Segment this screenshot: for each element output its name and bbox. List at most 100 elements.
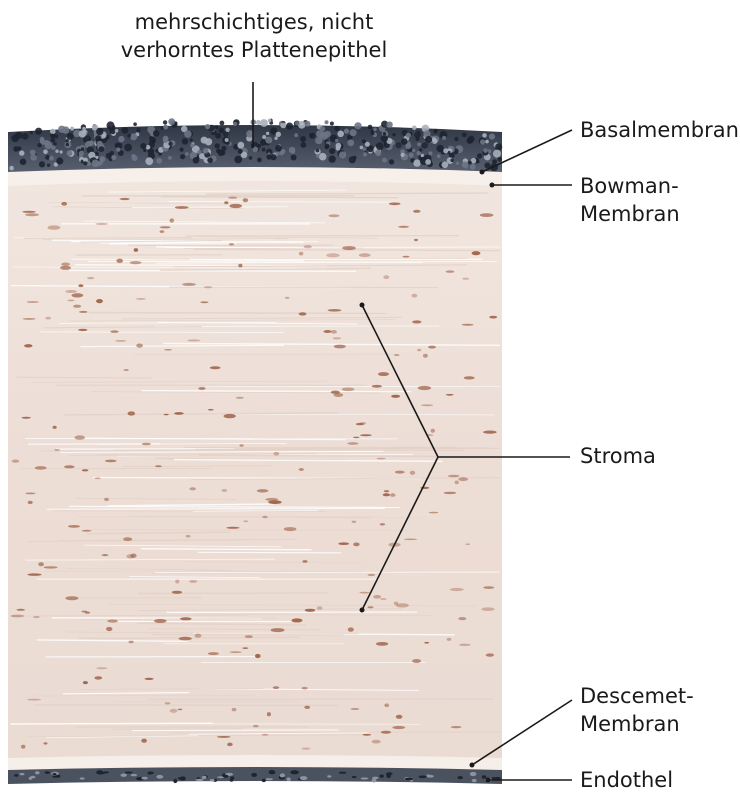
epithelial-cell (329, 148, 335, 154)
epithelial-cell (220, 150, 225, 155)
keratocyte (348, 627, 354, 631)
keratocyte (229, 204, 242, 208)
stroma-leader-dot-upper (360, 303, 365, 308)
epithelial-cell (19, 150, 24, 155)
keratocyte (483, 586, 494, 589)
epithelial-cell (219, 128, 225, 134)
keratocyte (115, 340, 126, 342)
keratocyte (45, 317, 51, 320)
endothelial-cell (223, 775, 228, 778)
keratocyte (232, 708, 237, 711)
endothelial-cell (327, 775, 331, 777)
keratocyte (395, 471, 405, 474)
epithelial-cell (300, 136, 306, 142)
epithelial-cell (280, 123, 286, 129)
keratocyte (230, 651, 242, 653)
keratocyte (170, 709, 178, 713)
keratocyte (448, 475, 460, 477)
epithelial-cell (386, 122, 392, 128)
keratocyte (154, 619, 167, 623)
keratocyte (486, 653, 494, 656)
epithelial-cell (131, 154, 135, 158)
keratocyte (224, 201, 228, 204)
keratocyte (455, 481, 459, 485)
keratocyte (240, 444, 244, 446)
epithelial-cell (467, 137, 474, 144)
endothelial-cell (96, 770, 103, 774)
keratocyte (25, 213, 39, 216)
epithelial-cell (443, 148, 448, 153)
epithelial-cell (450, 159, 454, 163)
keratocyte (424, 642, 429, 644)
keratocyte (175, 206, 189, 209)
epithelial-cell (482, 133, 487, 138)
epithelial-cell (39, 161, 45, 167)
keratocyte (421, 404, 433, 406)
keratocyte (16, 609, 25, 611)
keratocyte (67, 300, 74, 302)
epithelial-cell (330, 122, 334, 126)
epithelial-cell (291, 155, 297, 161)
epithelial-cell (274, 137, 277, 140)
epithelial-cell (163, 125, 168, 130)
keratocyte (78, 284, 83, 287)
keratocyte (292, 618, 303, 622)
epithelial-cell (45, 155, 50, 160)
keratocyte (141, 739, 147, 743)
epithelial-cell (454, 137, 458, 141)
keratocyte (390, 493, 395, 497)
endothelial-cell (380, 775, 384, 778)
epithelial-cell (124, 144, 132, 152)
keratocyte (383, 275, 389, 279)
keratocyte (472, 251, 481, 255)
epithelial-cell (111, 155, 116, 160)
epithelial-cell (118, 136, 124, 142)
epithelial-cell (40, 137, 45, 142)
keratocyte (222, 489, 228, 492)
keratocyte (323, 330, 331, 333)
epithelial-cell (62, 126, 69, 133)
epithelial-cell (429, 151, 433, 155)
keratocyte (78, 329, 87, 331)
epithelial-cell (256, 120, 261, 125)
keratocyte (417, 349, 421, 352)
epithelial-cell (432, 137, 437, 142)
keratocyte (489, 316, 497, 319)
stroma-fiber (206, 193, 488, 194)
keratocyte (60, 266, 71, 270)
endothelial-cell (121, 774, 127, 777)
epithelial-cell (362, 147, 365, 150)
epithelial-cell (265, 137, 272, 144)
epithelial-cell (362, 139, 366, 143)
keratocyte (11, 615, 24, 618)
epithelial-cell (83, 161, 87, 165)
keratocyte (96, 299, 103, 303)
keratocyte (262, 516, 267, 519)
keratocyte (359, 592, 369, 594)
epithelial-cell (350, 129, 357, 136)
keratocyte (428, 346, 436, 349)
epithelial-cell (442, 162, 449, 169)
epithelial-cell (133, 122, 137, 126)
keratocyte (120, 198, 130, 200)
epithelial-cell (484, 163, 490, 169)
keratocyte (481, 607, 494, 611)
epithelial-cell (67, 133, 74, 140)
endothelial-cell (45, 771, 50, 774)
epithelial-cell (99, 146, 105, 152)
keratocyte (352, 521, 357, 523)
epithelial-cell (337, 131, 344, 138)
epithelial-cell (468, 161, 472, 165)
epithelial-cell (156, 158, 162, 164)
epithelial-cell (324, 131, 331, 138)
epithelial-cell (249, 156, 253, 160)
epithelial-cell (392, 133, 395, 136)
keratocyte (392, 726, 405, 729)
keratocyte (12, 460, 20, 463)
endothelial-cell (35, 771, 40, 774)
keratocyte (257, 489, 269, 492)
epithelial-cell (225, 138, 229, 142)
keratocyte (414, 239, 418, 241)
keratocyte (155, 465, 162, 467)
endothelial-cell (280, 773, 285, 777)
